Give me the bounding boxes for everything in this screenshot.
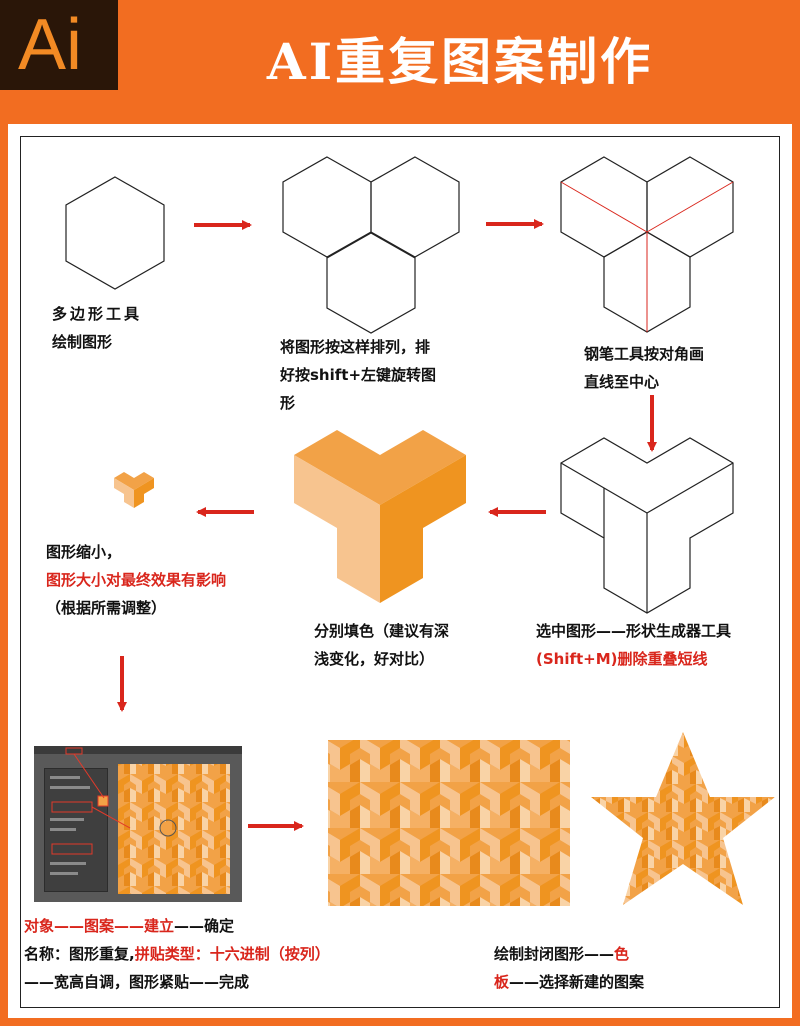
step3-label: 钢笔工具按对角画 直线至中心 bbox=[584, 340, 704, 396]
pattern-options-screenshot bbox=[34, 746, 242, 902]
step7-line1-highlight: 对象——图案——建立 bbox=[24, 917, 175, 935]
y-shape-small bbox=[114, 472, 154, 508]
step8-line2-highlight: 板 bbox=[494, 973, 510, 991]
content-frame bbox=[20, 136, 780, 1008]
step8-line1: 绘制封闭图形——色 bbox=[494, 940, 644, 968]
header-bar: Ai AI重复图案制作 bbox=[0, 0, 800, 122]
step4-line1: 选中图形——形状生成器工具 bbox=[536, 622, 732, 640]
page-title: AI重复图案制作 bbox=[266, 32, 654, 91]
step6-line2: 图形大小对最终效果有影响 bbox=[46, 571, 227, 589]
step6-line1: 图形缩小， bbox=[46, 543, 122, 561]
step8-line2: 板——选择新建的图案 bbox=[494, 968, 644, 996]
hexagons-with-diagonals bbox=[560, 156, 734, 333]
step1-line2: 绘制图形 bbox=[52, 333, 113, 351]
step7-line3: ——宽高自调，图形紧贴——完成 bbox=[24, 973, 250, 991]
pattern-filled-star bbox=[591, 732, 775, 905]
step5-line1: 分别填色（建议有深 bbox=[314, 622, 450, 640]
step3-line1: 钢笔工具按对角画 bbox=[584, 345, 705, 363]
single-hexagon bbox=[65, 176, 165, 290]
step7-line1-rest: ——确定 bbox=[174, 917, 235, 935]
screenshot-titlebar bbox=[34, 746, 242, 754]
step7-line2: 名称：图形重复,拼贴类型：十六进制（按列） bbox=[24, 940, 330, 968]
three-hexagons bbox=[282, 156, 460, 334]
step3-line2: 直线至中心 bbox=[584, 373, 660, 391]
step7-line1: 对象——图案——建立——确定 bbox=[24, 912, 330, 940]
y-shape-outline bbox=[560, 437, 734, 614]
step7-line2-prefix: 名称：图形重复, bbox=[24, 945, 135, 963]
step1-line1: 多边形工具 bbox=[52, 305, 143, 323]
step7-label: 对象——图案——建立——确定 名称：图形重复,拼贴类型：十六进制（按列） ——宽… bbox=[24, 912, 330, 996]
step6-label: 图形缩小， 图形大小对最终效果有影响 （根据所需调整） bbox=[46, 538, 226, 622]
y-shape-filled bbox=[294, 430, 466, 603]
step5-label: 分别填色（建议有深 浅变化，好对比） bbox=[314, 617, 449, 673]
screenshot-content bbox=[50, 747, 230, 894]
pattern-swatch-rectangle bbox=[328, 740, 570, 906]
step6-line3: （根据所需调整） bbox=[46, 599, 167, 617]
logo-text: Ai bbox=[18, 5, 83, 85]
ai-logo: Ai bbox=[0, 0, 118, 90]
step8-line1-text: 绘制封闭图形—— bbox=[494, 945, 615, 963]
step2-line1: 将图形按这样排列，排 bbox=[280, 338, 431, 356]
step8-label: 绘制封闭图形——色 板——选择新建的图案 bbox=[494, 940, 644, 996]
step2-line3: 形 bbox=[280, 394, 296, 412]
step8-line2-text: ——选择新建的图案 bbox=[509, 973, 645, 991]
step8-line1-highlight: 色 bbox=[614, 945, 630, 963]
step4-line2: (Shift+M)删除重叠短线 bbox=[536, 650, 708, 668]
step5-line2: 浅变化，好对比） bbox=[314, 650, 435, 668]
step2-line2: 好按shift+左键旋转图 bbox=[280, 366, 437, 384]
step4-label: 选中图形——形状生成器工具 (Shift+M)删除重叠短线 bbox=[536, 617, 731, 673]
step2-label: 将图形按这样排列，排 好按shift+左键旋转图 形 bbox=[280, 333, 436, 417]
step7-line2-highlight: 拼贴类型：十六进制（按列） bbox=[134, 945, 330, 963]
step1-label: 多边形工具 绘制图形 bbox=[52, 300, 142, 356]
